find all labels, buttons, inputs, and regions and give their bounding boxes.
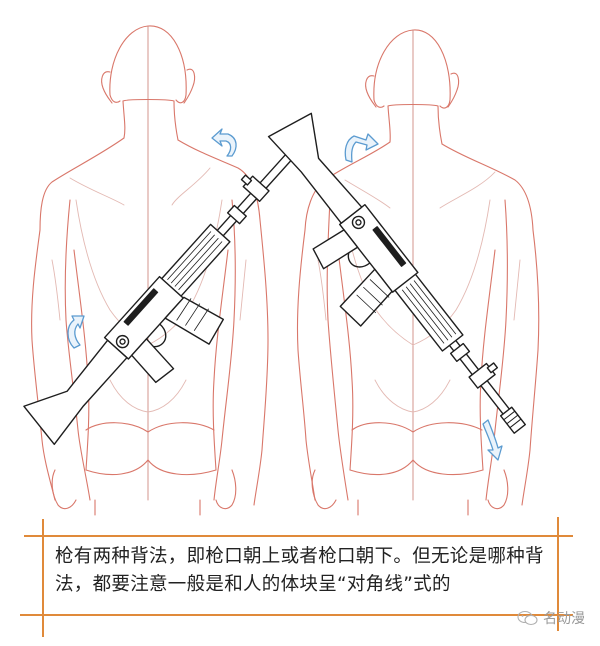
caption-text: 枪有两种背法，即枪口朝上或者枪口朝下。但无论是哪种背 法，都要注意一般是和人的体… xyxy=(55,543,555,599)
caption-frame-top-line xyxy=(24,535,573,537)
caption-frame-bottom-line xyxy=(20,614,573,616)
left-rifle-muzzle-up xyxy=(23,129,315,446)
right-shoulder-arrow-icon xyxy=(344,133,379,163)
right-rifle-muzzle-down xyxy=(267,112,526,434)
caption-line-1: 枪有两种背法，即枪口朝上或者枪口朝下。但无论是哪种背 xyxy=(55,546,544,567)
left-shoulder-arrow-icon xyxy=(211,128,237,157)
caption-frame-right-line xyxy=(557,517,559,631)
caption-frame-left-line xyxy=(42,519,44,637)
illustration-two-back-figures-with-rifles xyxy=(23,25,540,516)
watermark: 名动漫 xyxy=(517,608,585,628)
right-figure xyxy=(296,29,540,516)
left-figure xyxy=(31,25,269,516)
caption-line-2: 法，都要注意一般是和人的体块呈“对角线”式的 xyxy=(55,574,451,595)
right-hip-arrow-icon xyxy=(482,419,503,461)
wechat-logo-icon xyxy=(517,610,538,626)
left-hip-arrow-icon xyxy=(67,315,85,349)
watermark-label: 名动漫 xyxy=(543,611,585,627)
